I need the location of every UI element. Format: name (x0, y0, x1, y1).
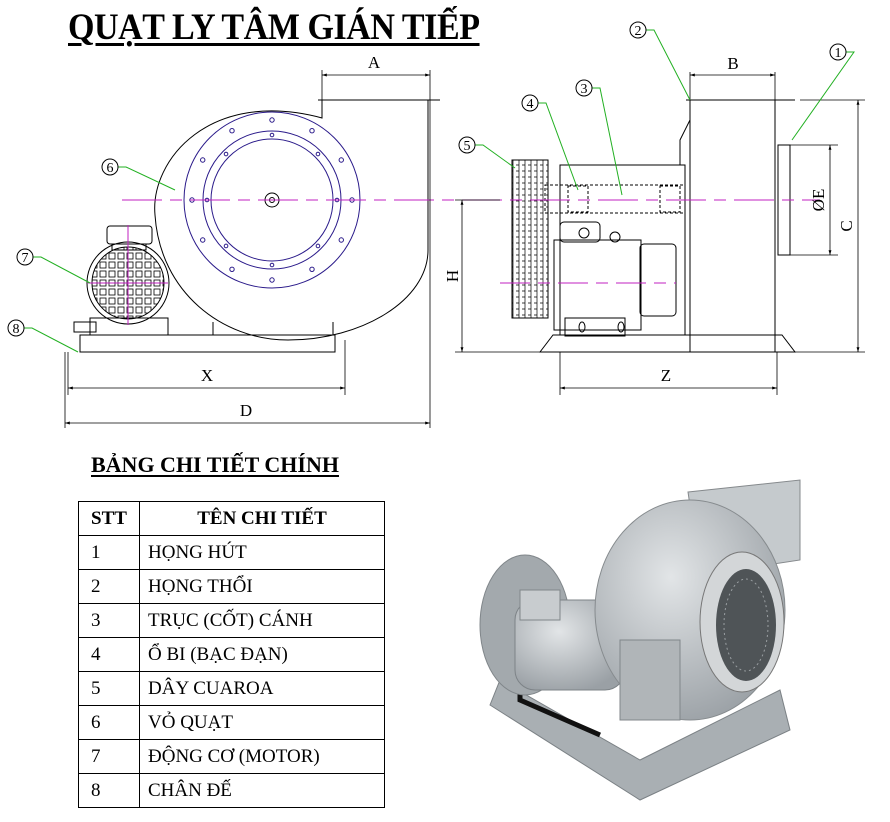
bearing-housing (559, 164, 686, 336)
callout-number: 5 (464, 139, 471, 154)
bolt-hole (223, 243, 229, 249)
bolt-hole (223, 151, 229, 157)
bolt-hole (309, 266, 315, 272)
row-stt: 5 (78, 671, 140, 706)
callout-circle (575, 79, 593, 97)
row-name: Ổ BI (BẠC ĐẠN) (139, 637, 385, 672)
side-base (538, 334, 797, 353)
outlet-duct (689, 99, 776, 353)
row-name: CHÂN ĐẾ (139, 773, 385, 808)
bolt-hole (338, 157, 344, 163)
row-name: HỌNG THỔI (139, 569, 385, 604)
fan-housing (154, 100, 429, 341)
side-view (511, 99, 797, 353)
callout-circle (829, 43, 847, 61)
row-stt: 2 (78, 569, 140, 604)
dim-d-label: D (240, 401, 252, 420)
bolt-hole (338, 237, 344, 243)
bolt-hole (269, 132, 275, 138)
row-stt: 7 (78, 739, 140, 774)
callout-number: 1 (835, 46, 842, 61)
row-name: ĐỘNG CƠ (MOTOR) (139, 739, 385, 774)
table-title: BẢNG CHI TIẾT CHÍNH (91, 452, 339, 477)
row-name: VỎ QUẠT (139, 705, 385, 740)
bolt-hole (315, 243, 321, 249)
row-name: DÂY CUAROA (139, 671, 385, 706)
bolt-hole (315, 151, 321, 157)
leader-line (538, 102, 579, 191)
leader-line (33, 256, 91, 284)
row-stt: 6 (78, 705, 140, 740)
bolt-hole (309, 128, 315, 134)
callout-circle (629, 21, 647, 39)
dim-b-label: B (727, 54, 738, 73)
leader-line (24, 327, 79, 353)
callout-number: 8 (13, 322, 20, 337)
bolt-hole (269, 117, 275, 123)
dim-e-label: ØE (809, 189, 828, 212)
page-title: QUẠT LY TÂM GIÁN TIẾP (68, 7, 480, 48)
dim-x-label: X (201, 366, 213, 385)
leader-line (118, 166, 176, 191)
callout-number: 7 (22, 251, 29, 266)
leader-line (646, 29, 691, 101)
fan-photo (479, 479, 801, 801)
callout-number: 6 (107, 161, 114, 176)
bolt-hole (229, 128, 235, 134)
dim-c-label: C (837, 220, 856, 231)
row-name: TRỤC (CỐT) CÁNH (139, 603, 385, 638)
bolt-hole (229, 266, 235, 272)
header-stt: STT (78, 501, 140, 536)
bolt-hole (200, 237, 206, 243)
leader-line (592, 87, 623, 196)
table-header-row: STT TÊN CHI TIẾT (78, 501, 385, 536)
dim-h-label: H (443, 270, 462, 282)
base-frame (79, 334, 336, 353)
bolt-hole (269, 262, 275, 268)
bolt-hole (200, 157, 206, 163)
dim-z-label: Z (661, 366, 671, 385)
row-stt: 1 (78, 535, 140, 570)
callout-circle (521, 94, 539, 112)
row-stt: 3 (78, 603, 140, 638)
header-name: TÊN CHI TIẾT (139, 501, 385, 536)
motor-terminal-box (106, 225, 153, 245)
leader-line (475, 144, 516, 169)
callouts: 1 2 3 4 5 6 7 8 (7, 21, 855, 353)
callout-number: 3 (581, 82, 588, 97)
row-stt: 4 (78, 637, 140, 672)
bolt-hole (269, 277, 275, 283)
callout-circle (458, 136, 476, 154)
leader-line (791, 51, 855, 141)
callout-circle (7, 319, 25, 337)
dimension-lines (64, 70, 865, 428)
motor-foot (89, 317, 169, 336)
front-view (73, 99, 440, 353)
row-stt: 8 (78, 773, 140, 808)
belt-guard (511, 159, 549, 319)
callout-number: 2 (635, 24, 642, 39)
row-name: HỌNG HÚT (139, 535, 385, 570)
callout-circle (16, 248, 34, 266)
callout-number: 4 (527, 97, 534, 112)
dim-a-label: A (368, 53, 381, 72)
callout-circle (101, 158, 119, 176)
